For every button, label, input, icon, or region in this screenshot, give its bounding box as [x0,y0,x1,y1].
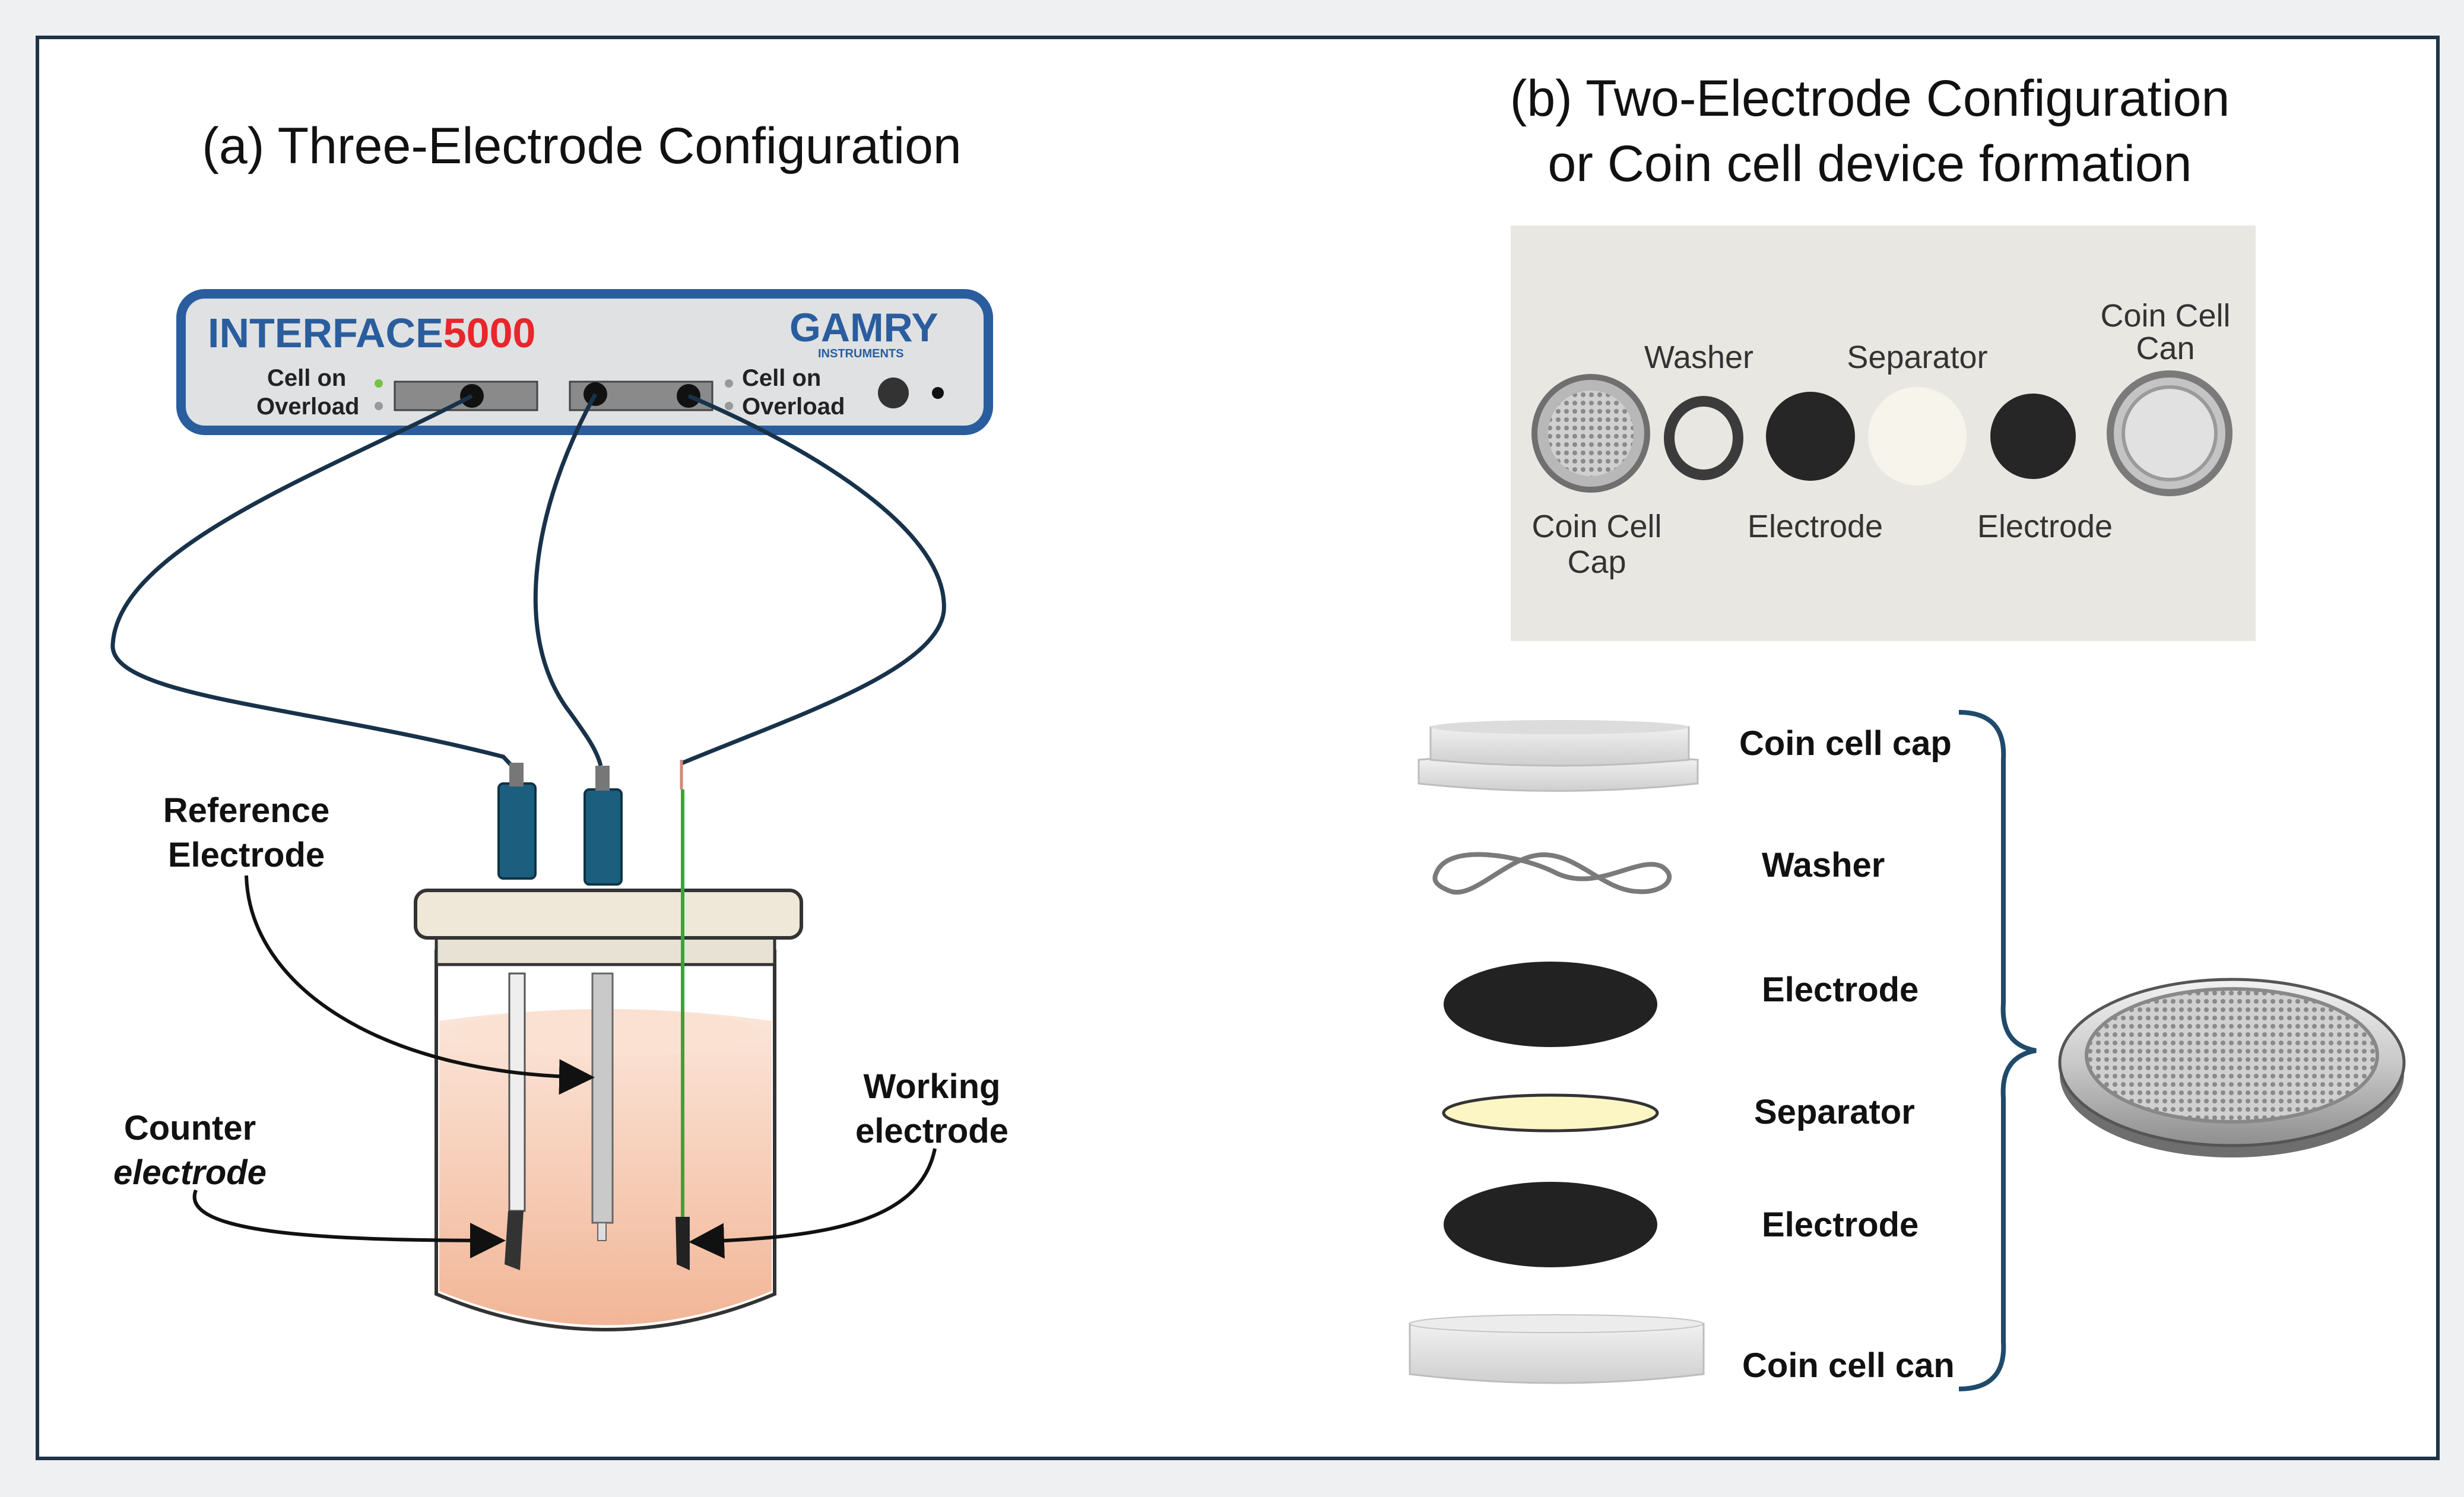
cable-working [680,394,946,766]
cables [110,393,946,767]
stack-label-1: Washer [1762,846,1885,884]
photo-label-washer: Washer [1644,340,1753,375]
reference-electrode-end [597,1222,607,1241]
counter-electrode-cap [497,782,537,880]
reference-electrode-arrow [245,875,595,1095]
counter-electrode-plate [505,1211,524,1270]
stack-electrode-2 [1444,1182,1657,1267]
reference-electrode-tip [595,766,610,791]
photo-label-separator: Separator [1847,340,1987,375]
counter-electrode-arrow [192,1189,506,1258]
right-cell-on-led [725,379,733,388]
cable-counter [110,394,513,767]
stack-separator [1442,1093,1659,1133]
reference-electrode-label-line1: Reference [163,791,329,830]
working-electrode-plate [676,1217,690,1270]
counter-electrode-tip [509,763,524,786]
instrument-name: INTERFACE5000 [208,310,535,356]
reference-electrode-body [591,972,614,1224]
potentiostat-instrument: INTERFACE5000 GAMRY INSTRUMENTS Cell on … [176,289,993,435]
photo-label-electrode-right: Electrode [1977,509,2113,544]
cable-reference [533,393,603,766]
photo-label-can-line2: Can [2136,331,2195,366]
stack-washer [1432,852,1672,895]
right-overload-label: Overload [742,394,845,420]
stack-label-2: Electrode [1762,970,1918,1009]
counter-electrode-label-line2: electrode [113,1153,267,1192]
counter-electrode-label-line1: Counter [124,1109,256,1147]
left-overload-led [375,402,383,410]
coin-cell-exploded-stack: Coin cell cap Washer Electrode Separator… [1409,720,1955,1385]
working-electrode-label-line2: electrode [855,1112,1009,1150]
stack-electrode-1 [1444,962,1657,1047]
stack-label-5: Coin cell can [1742,1346,1955,1385]
photo-electrode-1 [1766,392,1855,481]
photo-label-cap-line2: Cap [1567,544,1626,580]
stack-label-0: Coin cell cap [1739,724,1952,763]
panel-b-title-line2: or Coin cell device formation [1547,135,2192,192]
power-indicator [932,387,944,399]
stack-coin-cell-can [1409,1314,1705,1384]
stack-label-3: Separator [1754,1093,1915,1131]
reference-electrode-cap [584,788,623,886]
photo-label-cap-line1: Coin Cell [1531,509,1661,544]
beaker-wall [435,950,776,1331]
assembled-coin-cell [2058,978,2406,1157]
counter-electrode-rod [508,972,526,1212]
electrochemical-cell [414,760,803,1331]
stack-label-4: Electrode [1762,1206,1918,1244]
photo-label-electrode-left: Electrode [1748,509,1883,544]
right-cell-on-label: Cell on [742,365,821,391]
photo-electrode-2 [1990,394,2076,479]
reference-electrode-label-line2: Electrode [168,836,325,874]
left-cell-on-label: Cell on [267,365,346,391]
left-cell-on-led [375,379,383,388]
stack-coin-cell-cap [1417,720,1699,792]
left-overload-label: Overload [256,394,359,420]
working-electrode-arrow [689,1148,937,1259]
photo-separator [1868,387,1967,486]
instrument-brand: GAMRY [789,305,938,350]
instrument-brand-sub: INSTRUMENTS [818,347,903,360]
assembly-brace [1958,710,2037,1391]
coin-cell-components-photo: Washer Separator Coin Cell Can Coin Cell… [1511,226,2256,641]
photo-washer [1664,396,1743,480]
photo-coin-cell-cap-mesh [1548,391,1634,476]
power-knob [878,378,909,408]
working-electrode-label-line1: Working [864,1067,1001,1106]
panel-a-title: (a) Three-Electrode Configuration [202,118,962,175]
photo-label-can-line1: Coin Cell [2100,298,2230,334]
beaker-lid [414,889,803,940]
panel-b-title-line1: (b) Two-Electrode Configuration [1510,70,2230,127]
photo-coin-cell-can-inner [2121,385,2218,481]
right-overload-led [725,402,733,410]
